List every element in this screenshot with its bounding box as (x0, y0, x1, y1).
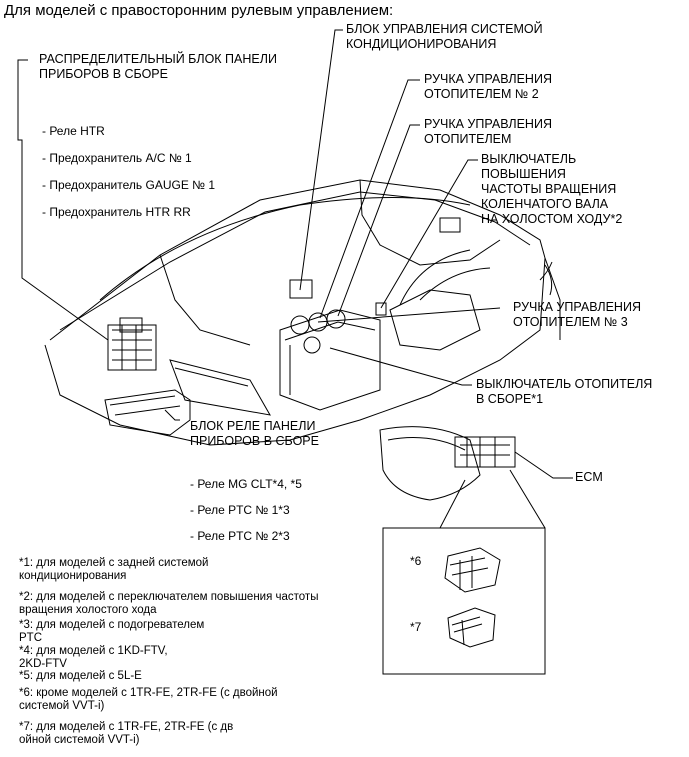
junction-item: - Предохранитель GAUGE № 1 (42, 178, 216, 192)
inset-marker-7: *7 (410, 620, 422, 634)
footnote: *6: кроме моделей с 1TR-FE, 2TR-FE (с дв… (19, 687, 278, 712)
footnote: *5: для моделей с 5L-E (19, 670, 142, 682)
heater-knob-label: РУЧКА УПРАВЛЕНИЯ ОТОПИТЕЛЕМ (424, 117, 552, 146)
inset-marker-6: *6 (410, 554, 422, 568)
footnote: *3: для моделей с подогревателем PTC (19, 619, 205, 644)
relay-item: - Реле PTC № 1*3 (190, 503, 290, 517)
relay-block-label: БЛОК РЕЛЕ ПАНЕЛИ ПРИБОРОВ В СБОРЕ (190, 419, 319, 448)
idle-up-switch-label: ВЫКЛЮЧАТЕЛЬ ПОВЫШЕНИЯ ЧАСТОТЫ ВРАЩЕНИЯ К… (481, 152, 623, 226)
footnote: *4: для моделей с 1KD-FTV, 2KD-FTV (19, 645, 168, 670)
junction-item: - Предохранитель HTR RR (42, 205, 191, 219)
ac-control-unit-label: БЛОК УПРАВЛЕНИЯ СИСТЕМОЙ КОНДИЦИОНИРОВАН… (346, 22, 543, 51)
heater-knob-2-label: РУЧКА УПРАВЛЕНИЯ ОТОПИТЕЛЕМ № 2 (424, 72, 552, 101)
junction-block-label: РАСПРЕДЕЛИТЕЛЬНЫЙ БЛОК ПАНЕЛИ ПРИБОРОВ В… (39, 52, 277, 81)
heater-knob-3-label: РУЧКА УПРАВЛЕНИЯ ОТОПИТЕЛЕМ № 3 (513, 300, 641, 329)
junction-item: - Реле HTR (42, 124, 105, 138)
junction-item: - Предохранитель A/C № 1 (42, 151, 192, 165)
relay-item: - Реле PTC № 2*3 (190, 529, 290, 543)
heater-switch-label: ВЫКЛЮЧАТЕЛЬ ОТОПИТЕЛЯ В СБОРЕ*1 (476, 377, 653, 406)
footnote: *7: для моделей с 1TR-FE, 2TR-FE (с дв о… (19, 721, 234, 746)
relay-item: - Реле MG CLT*4, *5 (190, 477, 302, 491)
ecm-label: ECM (575, 470, 603, 484)
page-title: Для моделей с правосторонним рулевым упр… (4, 2, 394, 19)
footnote: *2: для моделей с переключателем повышен… (19, 591, 319, 616)
footnote: *1: для моделей с задней системой кондиц… (19, 557, 209, 582)
